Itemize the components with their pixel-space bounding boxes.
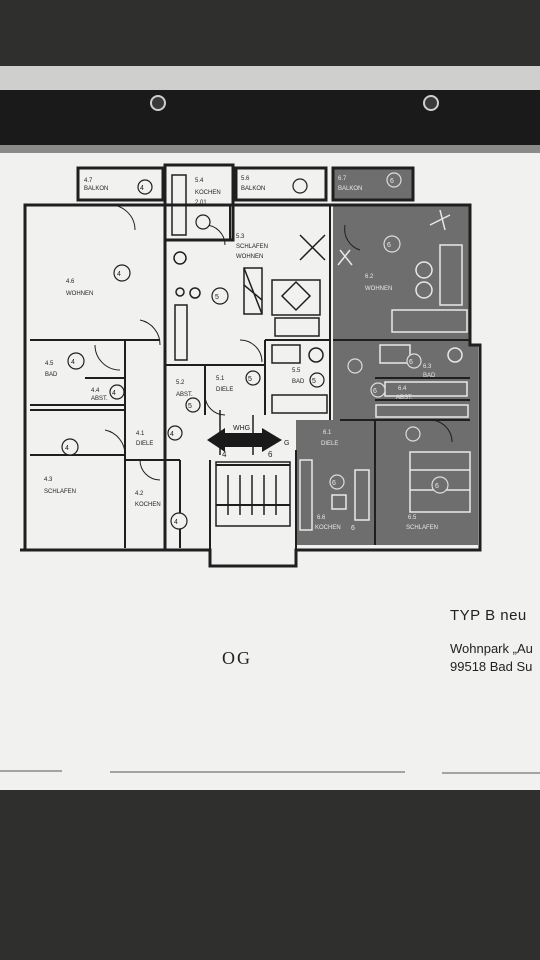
outer-wall-main <box>20 203 482 568</box>
room-65-num: 6.5 <box>408 515 417 521</box>
room-42-name: KOCHEN <box>135 502 161 508</box>
room-53-unit: 5 <box>215 294 219 301</box>
room-52-unit: 5 <box>188 403 192 410</box>
punch-hole-right <box>423 95 439 111</box>
room-42-unit: 4 <box>174 519 178 526</box>
room-51-num: 5.1 <box>216 376 225 382</box>
room-53-name2: WOHNEN <box>236 254 263 260</box>
room-46-name: WOHNEN <box>66 291 93 297</box>
room-47-num: 4.7 <box>84 178 93 184</box>
room-64-num: 6.4 <box>398 386 407 392</box>
room-45-unit: 4 <box>71 359 75 366</box>
room-66-num: 6.6 <box>317 515 326 521</box>
balcony-56-wall <box>234 166 328 202</box>
room-61-unit: 6 <box>332 480 336 487</box>
door-code: G <box>284 440 289 447</box>
floor-label: OG <box>222 648 252 668</box>
room-61-name: DIELE <box>321 441 338 447</box>
room-43-name: SCHLAFEN <box>44 489 76 495</box>
room-54-name: KOCHEN <box>195 190 221 196</box>
room-63-name: BAD <box>423 373 436 379</box>
balcony-67-wall <box>331 166 415 202</box>
room-67-name: BALKON <box>338 186 362 192</box>
room-45-name: BAD <box>45 372 58 378</box>
room-54-num: 5.4 <box>195 178 204 184</box>
room-61-num: 6.1 <box>323 430 332 436</box>
room-65-unit: 6 <box>435 483 439 490</box>
room-64-name: ABST. <box>396 395 413 401</box>
staircase <box>215 461 291 527</box>
room-41-name: DIELE <box>136 441 153 447</box>
room-66-unit: 6 <box>351 525 355 532</box>
room-55-unit: 5 <box>312 378 316 385</box>
room-53-num: 5.3 <box>236 234 245 240</box>
room-52-name: ABST. <box>176 392 193 398</box>
punch-hole-left <box>150 95 166 111</box>
room-55-name: BAD <box>292 379 305 385</box>
room-51-unit: 5 <box>248 376 252 383</box>
room-53-name: SCHLAFEN <box>236 244 268 250</box>
stair-right-num: 6 <box>268 450 273 459</box>
room-67-num: 6.7 <box>338 176 347 182</box>
room-51-name: DIELE <box>216 387 233 393</box>
room-52-num: 5.2 <box>176 380 185 386</box>
room-64-unit: 6 <box>373 388 377 395</box>
address-line-2: 99518 Bad Su <box>450 659 533 674</box>
address-line-1: Wohnpark „Au <box>450 641 533 656</box>
balcony-67-shading <box>333 167 413 200</box>
binder-shadow <box>0 66 540 90</box>
room-56-num: 5.6 <box>241 176 250 182</box>
whg-arrow <box>207 428 282 452</box>
room-62-num: 6.2 <box>365 274 374 280</box>
room-54-extra: 2.01 <box>195 200 207 206</box>
room-46-num: 4.6 <box>66 279 75 285</box>
room-66-name: KOCHEN <box>315 525 341 531</box>
room-65-name: SCHLAFEN <box>406 525 438 531</box>
balcony-47-wall <box>76 166 165 202</box>
room-47-unit: 4 <box>140 185 144 192</box>
room-62-unit: 6 <box>387 242 391 249</box>
room-43-num: 4.3 <box>44 477 53 483</box>
room-44-name: ABST. <box>91 396 108 402</box>
room-67-unit: 6 <box>390 178 394 185</box>
room-55-num: 5.5 <box>292 368 301 374</box>
type-label: TYP B neu <box>450 607 527 624</box>
stair-label: WHG <box>233 425 250 432</box>
room-63-num: 6.3 <box>423 364 432 370</box>
room-43-unit: 4 <box>65 445 69 452</box>
room-56-name: BALKON <box>241 186 265 192</box>
room-44-num: 4.4 <box>91 388 100 394</box>
room-42-num: 4.2 <box>135 491 144 497</box>
room-45-num: 4.5 <box>45 361 54 367</box>
stair-left-num: 4 <box>222 450 227 459</box>
room-46-unit: 4 <box>117 271 121 278</box>
room-44-unit: 4 <box>112 390 116 397</box>
room-47-name: BALKON <box>84 186 108 192</box>
room-41-num: 4.1 <box>136 431 145 437</box>
room-62-name: WOHNEN <box>365 286 392 292</box>
room-41-unit: 4 <box>170 431 174 438</box>
room-63-unit: 6 <box>409 359 413 366</box>
binder-strip <box>0 90 540 145</box>
